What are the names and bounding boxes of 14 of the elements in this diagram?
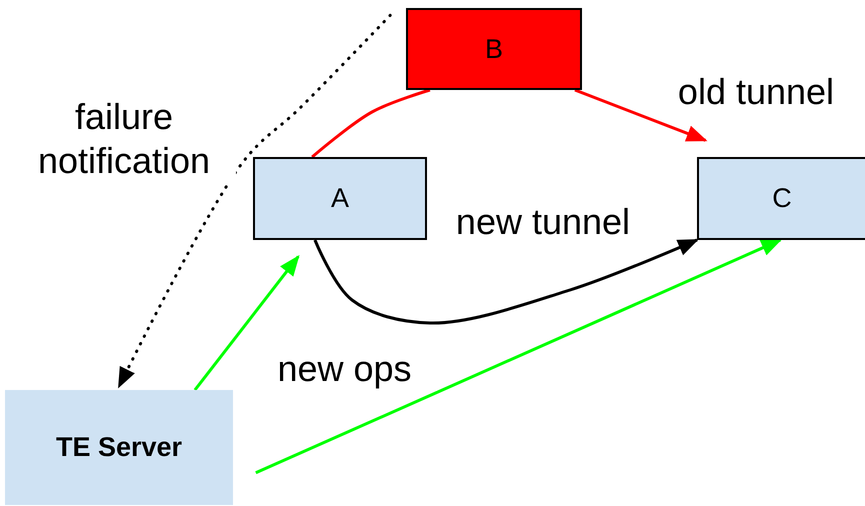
router-box [406,8,582,90]
server-box [5,390,233,505]
node-label: A [330,183,349,214]
arrow [314,238,699,324]
arrow [194,254,300,391]
connector-line [311,88,430,158]
arrow [574,88,708,142]
dotted-arrow [118,14,392,388]
node-label: TE Server [56,432,182,463]
router-box [253,157,427,240]
router-box [697,157,865,240]
node-label: C [772,183,792,214]
arrow [255,238,782,474]
node-label: B [484,34,503,64]
